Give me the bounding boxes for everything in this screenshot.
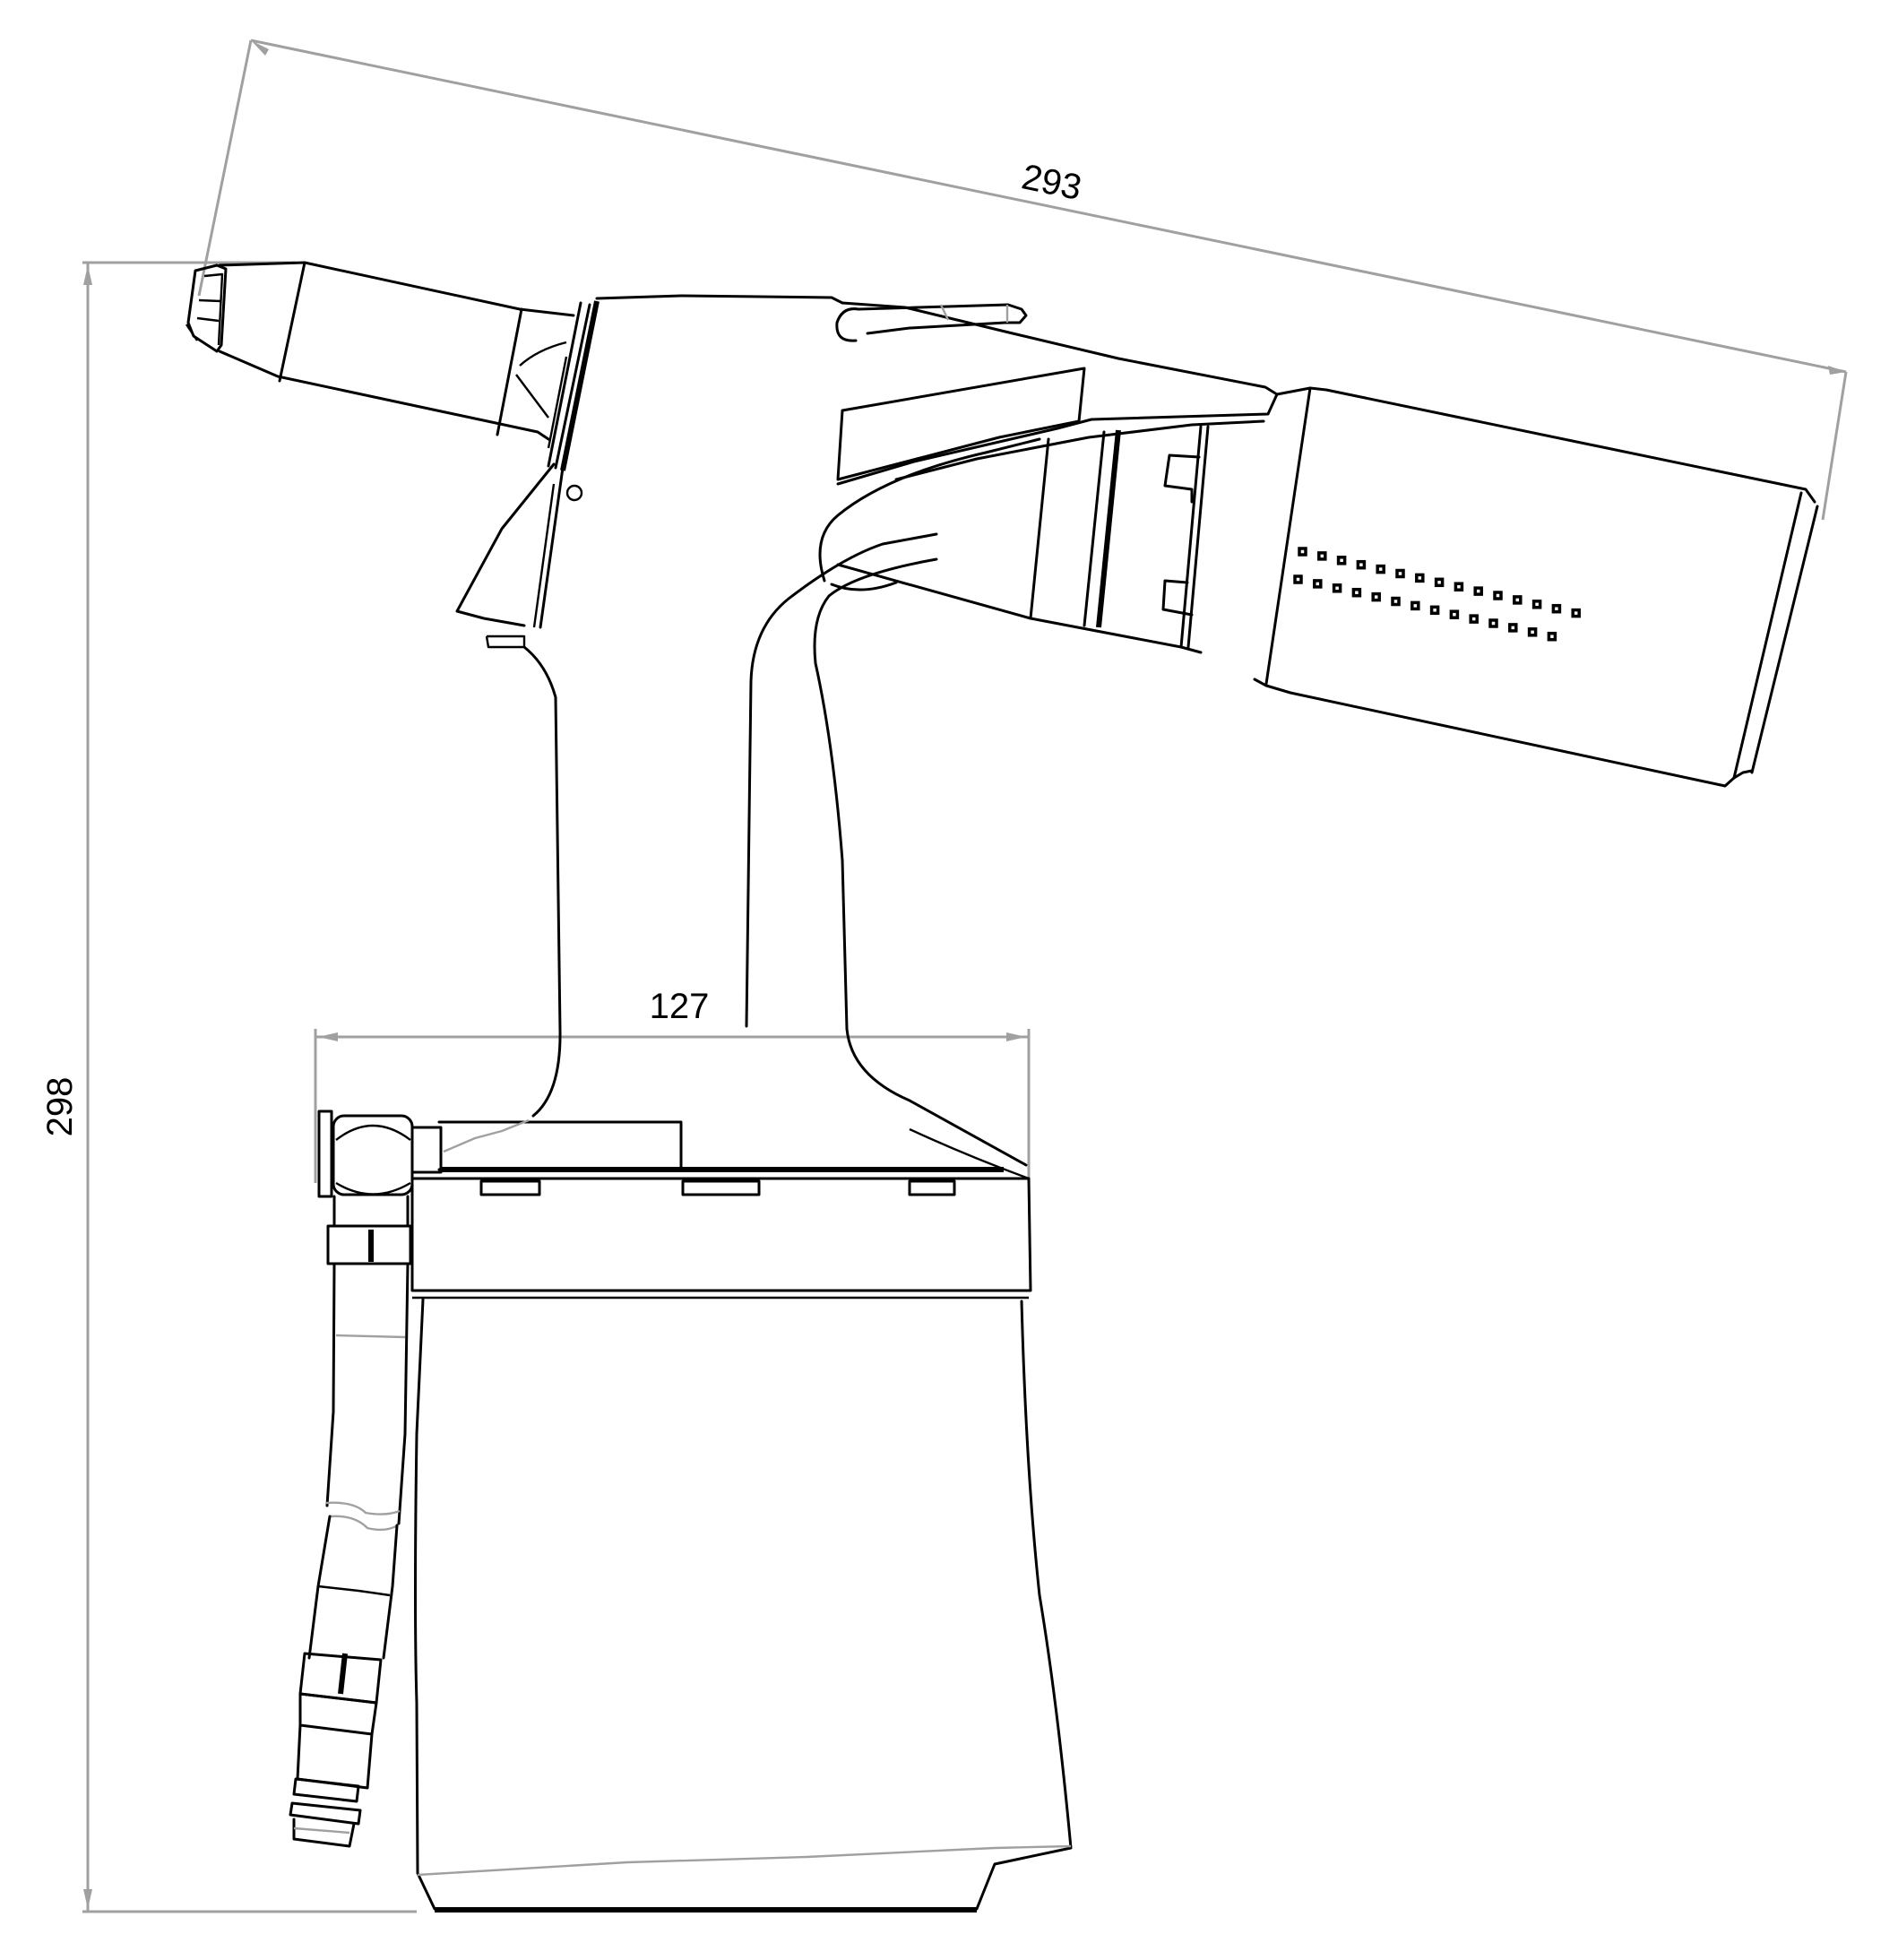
vent-hole — [1336, 556, 1347, 566]
air-hose[interactable] — [307, 1195, 412, 1660]
vent-hole — [1415, 573, 1425, 583]
handle — [522, 437, 1041, 1167]
arrowhead — [1828, 366, 1846, 375]
base-plate — [410, 1127, 1032, 1299]
vent-hole — [1454, 582, 1464, 591]
vent-hole — [1313, 579, 1323, 589]
arrowhead — [318, 1032, 338, 1041]
nose-piece — [185, 263, 228, 353]
top-valve-lever — [835, 303, 1028, 342]
vent-hole — [1469, 614, 1479, 624]
vent-hole — [1513, 595, 1523, 605]
bolt-head — [681, 1179, 761, 1196]
rear-cylinder — [1253, 386, 1819, 788]
dimension-label-127: 127 — [650, 987, 710, 1026]
rear-cylinder-collar — [836, 425, 1210, 654]
vent-hole — [1371, 591, 1381, 602]
dimension-line-293 — [250, 39, 1847, 374]
side-panel — [836, 367, 1279, 486]
vent-hole — [1317, 551, 1327, 561]
vent-hole — [1493, 591, 1503, 600]
exhaust-vents — [1293, 547, 1581, 642]
arrowhead — [251, 40, 269, 56]
extension-line-293-left — [197, 39, 253, 297]
vent-hole — [1547, 631, 1557, 642]
vent-hole — [1508, 623, 1518, 633]
dimension-label-298: 298 — [40, 1077, 80, 1137]
vent-hole — [1356, 559, 1367, 570]
vent-hole — [1293, 574, 1303, 584]
reservoir-body — [414, 1298, 1073, 1913]
vent-hole — [1391, 596, 1401, 607]
body-top — [595, 294, 1279, 396]
bolt-head — [479, 1179, 541, 1196]
dimension-127: 127 — [314, 987, 1031, 1183]
vent-hole — [1332, 583, 1342, 593]
vent-hole — [1473, 586, 1483, 596]
vent-hole — [1434, 577, 1445, 588]
arrowhead — [1006, 1032, 1026, 1041]
vent-hole — [1531, 600, 1542, 609]
dimension-298: 298 — [40, 261, 417, 1913]
vent-hole — [1376, 564, 1385, 574]
vent-hole — [1298, 547, 1307, 557]
vent-hole — [1551, 603, 1562, 614]
vent-hole — [1449, 609, 1460, 619]
arrowhead — [83, 265, 92, 285]
arrowhead — [83, 1889, 92, 1909]
vent-hole — [1571, 608, 1581, 618]
vent-hole — [1395, 568, 1405, 579]
dimension-293: 293 — [197, 39, 1848, 521]
air-swivel-fitting[interactable] — [317, 1110, 1004, 1198]
bolt-head — [908, 1179, 956, 1196]
dimension-label-293: 293 — [1018, 157, 1084, 208]
vent-hole — [1351, 587, 1362, 598]
extension-line-293-right — [1821, 371, 1848, 521]
trigger-pivot-pin — [565, 484, 583, 502]
vent-hole — [1429, 605, 1440, 616]
vent-hole — [1411, 600, 1420, 611]
hose-nut — [326, 1224, 412, 1265]
vent-hole — [1488, 618, 1498, 628]
hose-coupling[interactable] — [289, 1652, 383, 1848]
vent-hole — [1527, 627, 1538, 637]
front-head — [218, 261, 600, 471]
trigger[interactable] — [455, 462, 583, 649]
